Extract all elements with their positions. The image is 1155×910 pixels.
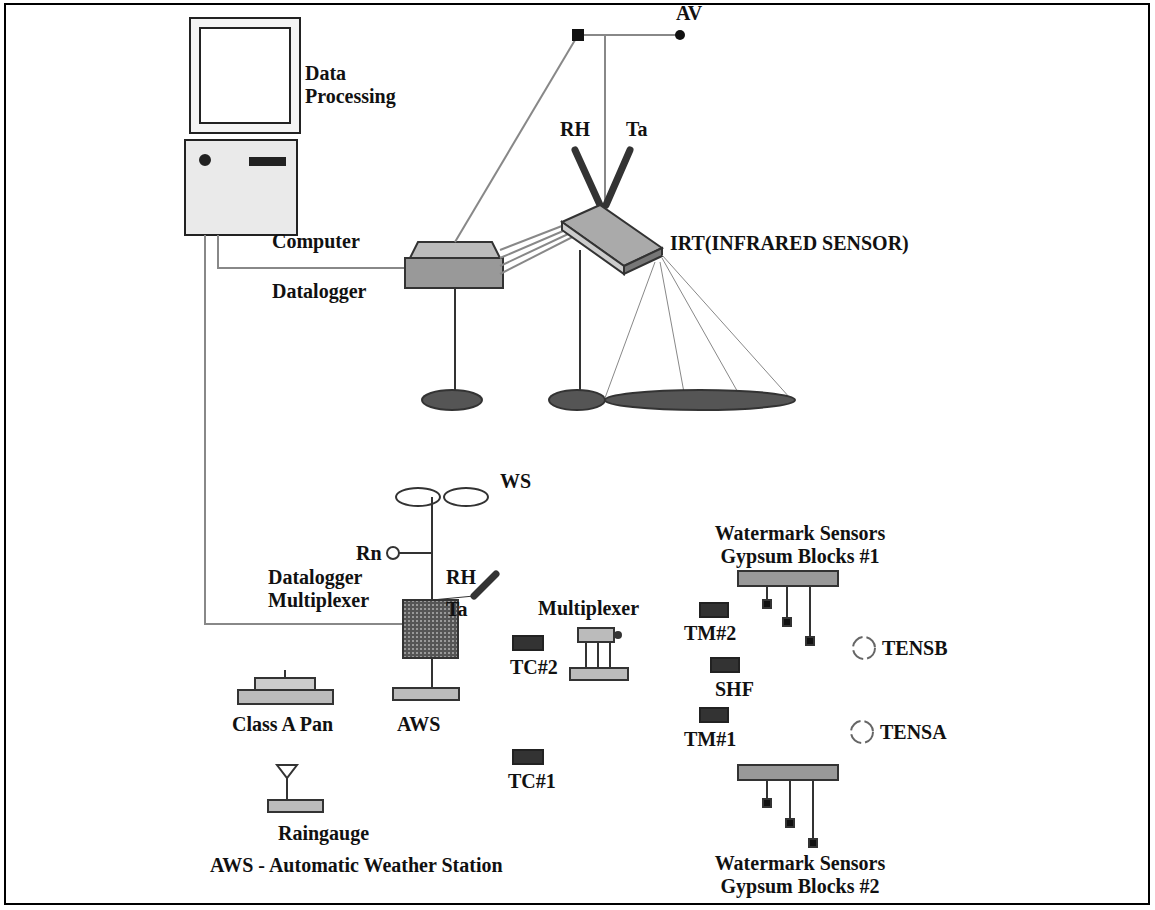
label-text: Raingauge [278,822,369,845]
label-text: Watermark Sensors Gypsum Blocks #1 [700,522,900,568]
label-text: TENSB [882,637,948,660]
label-text: Class A Pan [232,713,333,736]
label-text: AV [676,2,702,25]
label-text: Rn [356,542,382,565]
label-text: Ta [446,598,468,621]
cable [205,235,410,624]
datalogger [405,242,503,410]
label-text: SHF [715,678,754,701]
label-text: Datalogger [272,280,366,303]
label-text: TC#1 [508,770,556,793]
label-text: Datalogger Multiplexer [268,566,398,612]
gypsum-blocks [738,571,838,847]
frame [5,4,1149,904]
label-text: AWS [397,713,440,736]
label-text: TM#2 [684,622,736,645]
multiplexer-unit [570,628,628,680]
label-text: Ta [626,118,648,141]
mast-wires [455,35,680,274]
label-text: RH [560,118,590,141]
label-text: AWS - Automatic Weather Station [210,854,503,877]
av-sensor [675,30,685,40]
label-text: TENSA [880,721,947,744]
junction-box [572,29,584,41]
label-text: Multiplexer [538,597,639,620]
label-text: Data Processing [305,62,415,108]
evaporation-pan [238,670,333,704]
label-text: Computer [272,230,360,253]
label-text: Watermark Sensors Gypsum Blocks #2 [700,852,900,898]
tensiometer [851,637,875,743]
probes [575,150,630,205]
label-text: RH [446,566,476,589]
label-text: TM#1 [684,728,736,751]
label-text: WS [500,470,531,493]
label-text: IRT(INFRARED SENSOR) [670,232,909,255]
label-text: TC#2 [510,656,558,679]
sensor-boxes [513,603,739,764]
weather-station [387,488,496,700]
computer-case [185,140,297,235]
monitor [190,18,300,133]
raingauge-symbol [268,765,323,812]
